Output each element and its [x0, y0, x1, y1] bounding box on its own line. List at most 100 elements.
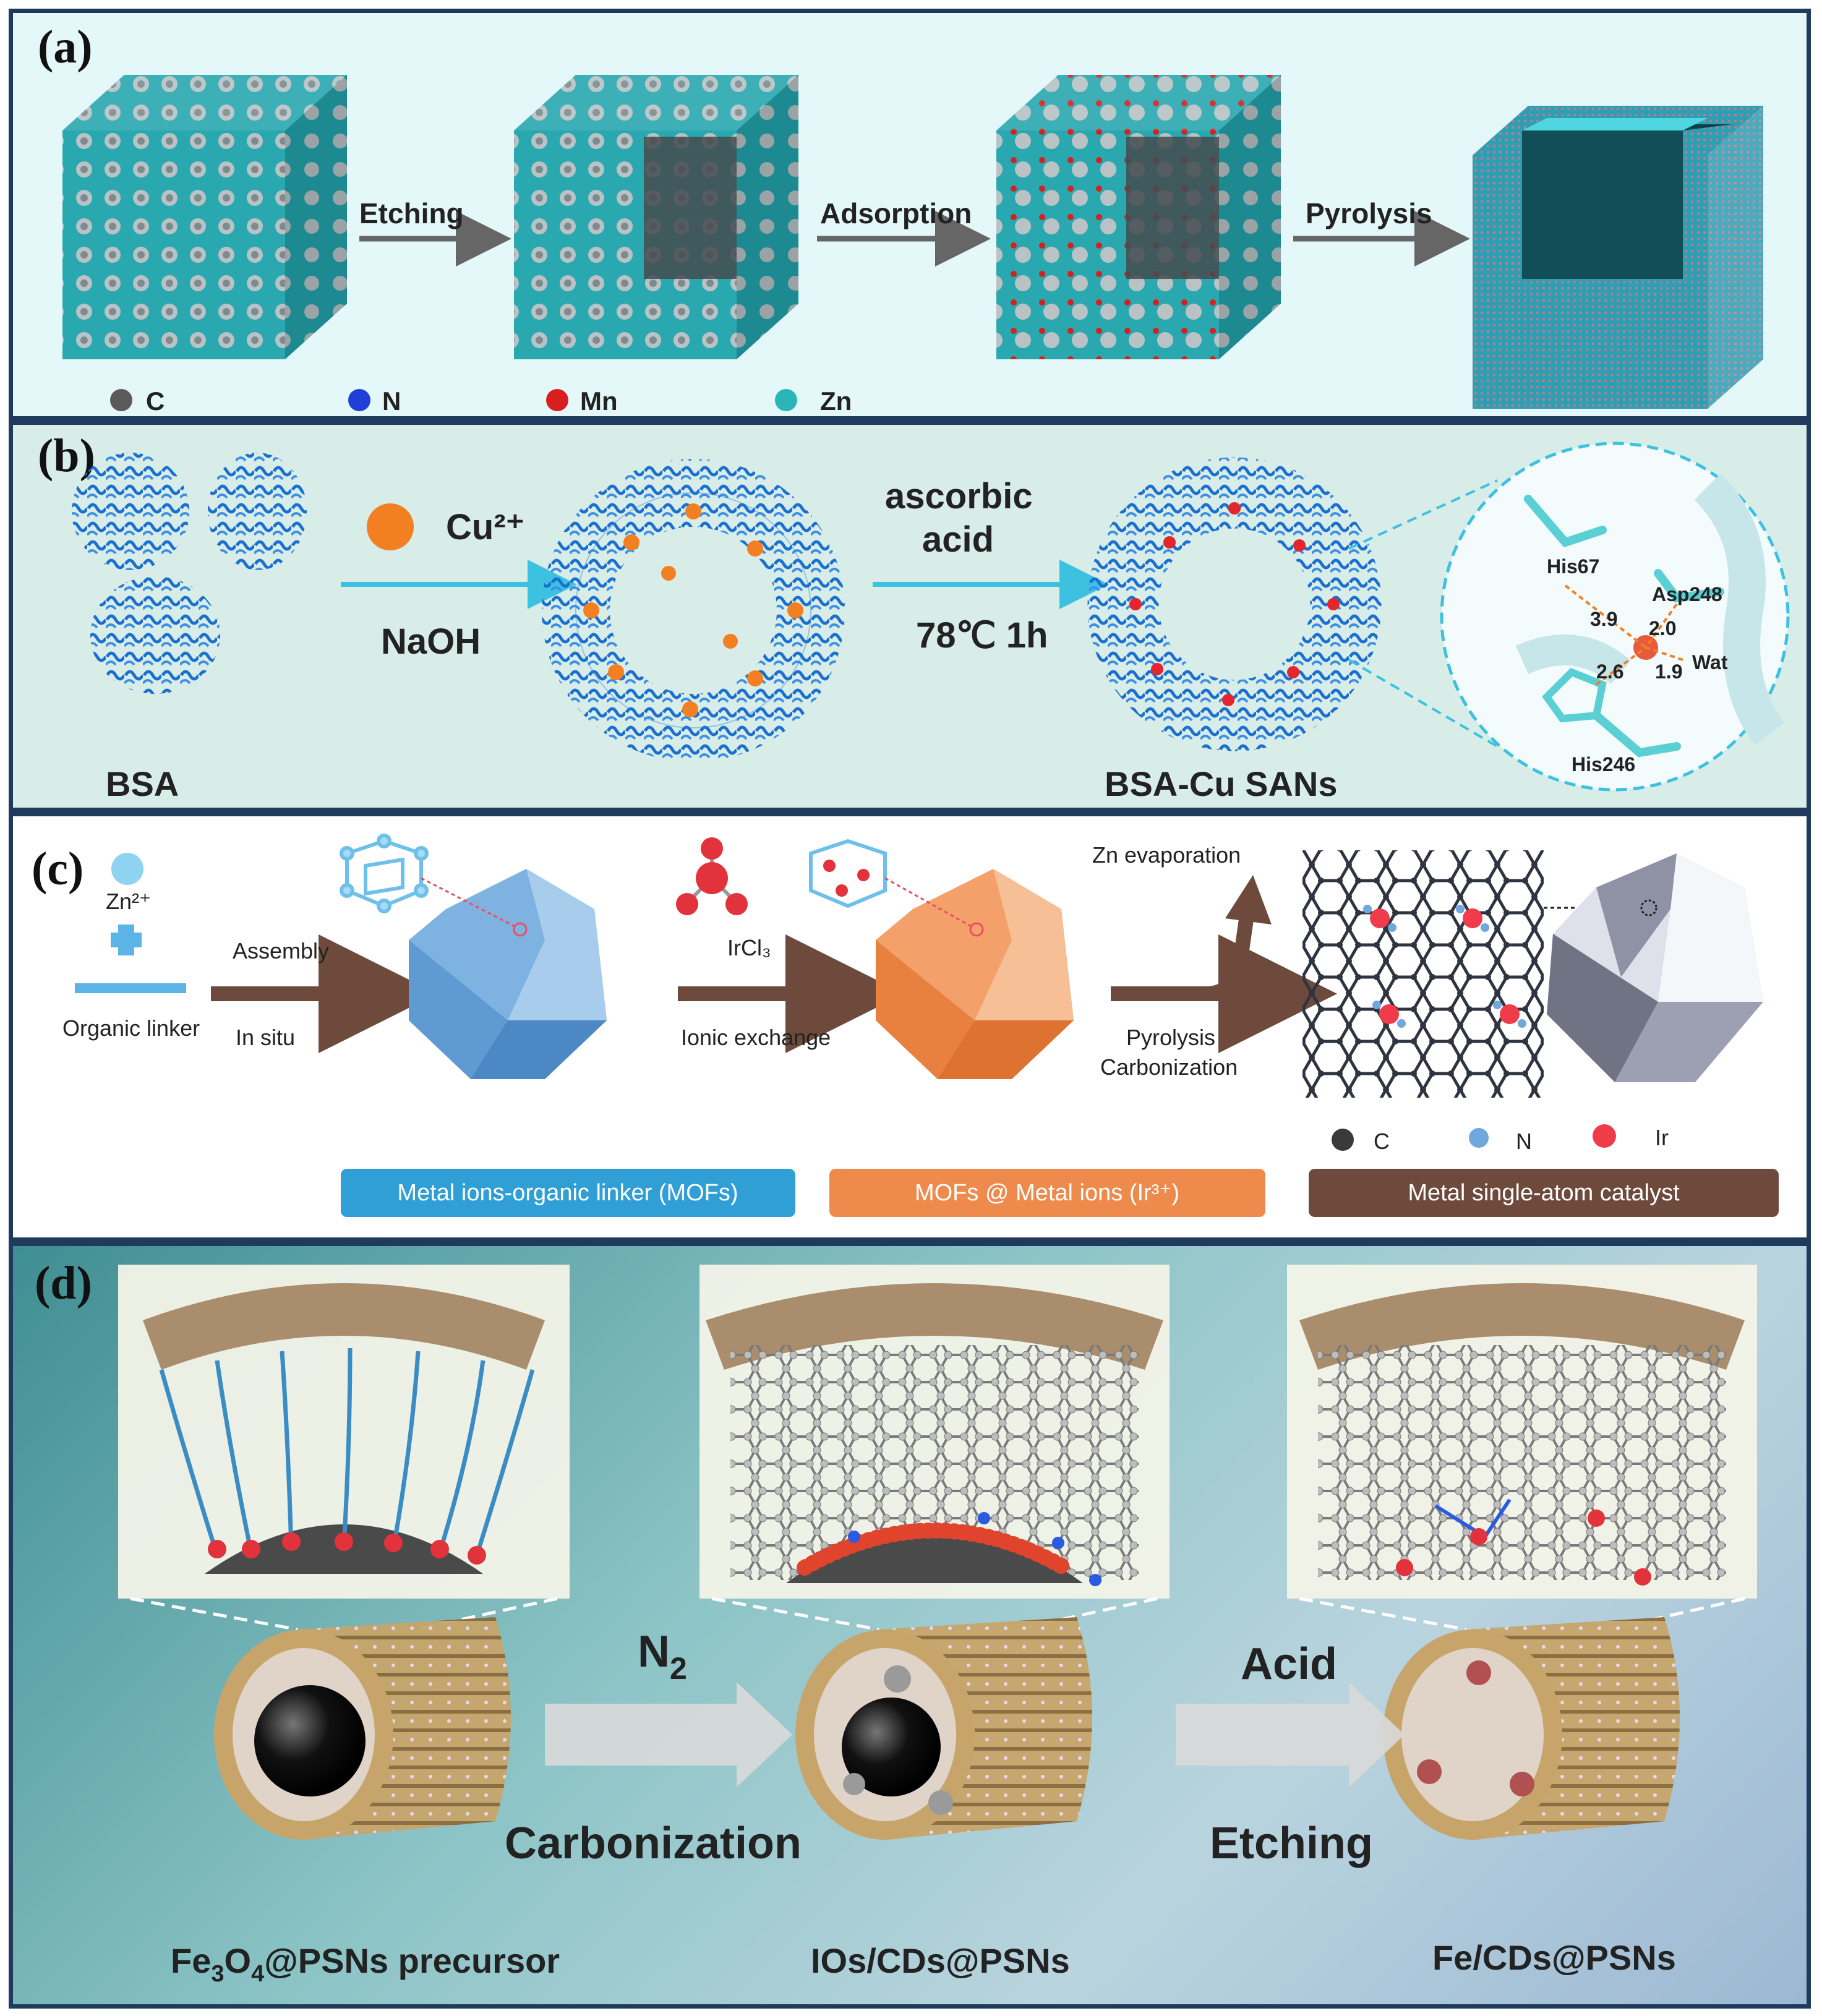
- arrow-carbonization-label: Carbonization: [505, 1819, 802, 1868]
- panel-d: (d): [9, 1242, 1811, 2009]
- box-mofs-ir-label: MOFs @ Metal ions (Ir³⁺): [915, 1180, 1179, 1206]
- panel-d-diagram: (d): [35, 1257, 1757, 1987]
- zoom-pointer-orange: [884, 877, 974, 929]
- ircl3-molecule-icon: [676, 837, 748, 915]
- mof-cage-ir-icon: [809, 839, 887, 908]
- site-his246: His246: [1572, 753, 1635, 775]
- legend-ir-label: Ir: [1655, 1125, 1669, 1150]
- panel-c-diagram: (c) Zn²⁺ Organic linker Assembly In situ…: [32, 834, 1779, 1217]
- product-label: BSA-Cu SANs: [1105, 764, 1337, 803]
- arrow-insitu-label: In situ: [236, 1025, 295, 1050]
- arrow-ionic-exchange-label: Ionic exchange: [681, 1025, 831, 1050]
- bsa-proteins: [72, 453, 307, 694]
- carbonization-label: Carbonization: [1100, 1054, 1238, 1080]
- distance-his246: 2.6: [1596, 660, 1623, 683]
- zn-ion-icon: [111, 853, 143, 885]
- zoom-ring-blue: [513, 922, 528, 937]
- cu-active-site: [1440, 442, 1790, 792]
- distance-wat: 1.9: [1655, 660, 1682, 683]
- tube-precursor: [214, 1617, 511, 1840]
- mof-cube-pristine: [62, 75, 347, 359]
- distance-asp248: 2.0: [1649, 617, 1676, 639]
- box-mofs-label: Metal ions-organic linker (MOFs): [397, 1180, 738, 1206]
- reagent-naoh: NaOH: [381, 621, 481, 662]
- legend-c-dot: [110, 389, 132, 411]
- inset-carbonization: [699, 1265, 1170, 1599]
- zoom-ring-orange: [969, 922, 984, 937]
- arrow-assembly-label: Assembly: [233, 938, 329, 963]
- panel-c-label: (c): [32, 843, 83, 895]
- legend-c-label: C: [146, 387, 165, 416]
- tube-carbonized: [795, 1617, 1092, 1840]
- legend-mn-dot: [546, 389, 568, 411]
- graphene-sheet: [1302, 850, 1544, 1098]
- mof-cage-icon: [340, 834, 429, 913]
- panel-a-legend: C N Mn Zn: [110, 387, 852, 416]
- arrow-carbonization: [545, 1682, 792, 1787]
- linker-icon: [75, 983, 186, 993]
- linker-label: Organic linker: [62, 1015, 200, 1041]
- inset-precursor: [118, 1265, 570, 1599]
- plus-icon-horizontal: [111, 933, 142, 947]
- zoom-line-top: [1348, 479, 1498, 550]
- zoom-ring-carbon: [1640, 899, 1657, 916]
- legend-zn-label: Zn: [820, 387, 852, 416]
- pyrolysis-label: Pyrolysis: [1126, 1025, 1215, 1050]
- legend-n-dot: [348, 389, 370, 411]
- legend-c-dot: [1332, 1129, 1354, 1151]
- zn-ion-label: Zn²⁺: [106, 889, 151, 914]
- box-mofs: [341, 1169, 795, 1217]
- step-pyrolysis: Pyrolysis: [1306, 197, 1432, 229]
- bsa-label: BSA: [106, 764, 179, 803]
- legend-n-dot: [1469, 1128, 1489, 1148]
- zoom-pointer-blue: [421, 877, 518, 929]
- condition-acid: acid: [922, 519, 994, 560]
- zoom-line-3a: [1299, 1597, 1467, 1631]
- step-etching: Etching: [359, 197, 464, 229]
- legend-zn-dot: [775, 389, 797, 411]
- zoom-line-2b: [1014, 1597, 1158, 1631]
- mof-cube-mn-adsorbed: [996, 75, 1281, 359]
- arrow-acid-label: Acid: [1241, 1639, 1337, 1689]
- arrow-etching: [1176, 1682, 1405, 1787]
- product-precursor-label: Fe3O4@PSNs precursor: [171, 1941, 560, 1987]
- zoom-line-1a: [130, 1597, 298, 1631]
- tube-etched: [1383, 1617, 1680, 1840]
- legend-n-label: N: [382, 387, 401, 416]
- reagent-ircl3: IrCl₃: [727, 935, 771, 960]
- site-asp248: Asp248: [1652, 583, 1722, 605]
- mof-polyhedron-blue: [409, 869, 607, 1079]
- panel-c: (c) Zn²⁺ Organic linker Assembly In situ…: [9, 812, 1811, 1242]
- mof-polyhedron-orange: [876, 869, 1074, 1079]
- mof-cube-etched: [514, 75, 798, 359]
- zoom-line-1b: [414, 1597, 558, 1631]
- panel-b-diagram: (b) BSA Cu²⁺ NaOH ascorbic acid 78℃ 1h B…: [38, 430, 1790, 803]
- panel-b-label: (b): [38, 430, 95, 482]
- condition-temperature: 78℃ 1h: [916, 615, 1048, 656]
- box-single-atom-label: Metal single-atom catalyst: [1408, 1180, 1680, 1206]
- legend-n-label: N: [1516, 1129, 1532, 1154]
- carbon-polyhedron: [1547, 853, 1763, 1082]
- condition-ascorbic: ascorbic: [885, 476, 1033, 516]
- zn-evaporation-label: Zn evaporation: [1092, 842, 1241, 868]
- arrow-etching-label: Etching: [1210, 1819, 1373, 1868]
- product-carbonized-label: IOs/CDs@PSNs: [811, 1941, 1070, 1980]
- bsa-cu-sans: [1087, 457, 1382, 751]
- panel-b: (b) BSA Cu²⁺ NaOH ascorbic acid 78℃ 1h B…: [9, 421, 1811, 812]
- arrow-n2-label: N2: [638, 1627, 687, 1686]
- panel-a: (a) Etching Adsorption Pyrolysis C: [9, 9, 1811, 421]
- arrow-zn-evaporation-head: [1225, 875, 1272, 925]
- legend-c-label: C: [1374, 1129, 1390, 1154]
- distance-his67: 3.9: [1590, 608, 1617, 630]
- panel-a-diagram: (a) Etching Adsorption Pyrolysis C: [38, 21, 1763, 416]
- box-single-atom: [1309, 1169, 1779, 1217]
- box-mofs-ir: [829, 1169, 1265, 1217]
- site-wat: Wat: [1692, 651, 1728, 673]
- zoom-line-2a: [711, 1597, 879, 1631]
- panel-d-label: (d): [35, 1257, 92, 1309]
- step-adsorption: Adsorption: [820, 197, 972, 229]
- panel-a-label: (a): [38, 21, 93, 73]
- site-his67: His67: [1547, 555, 1599, 578]
- hollow-carbon-box: [1473, 106, 1763, 409]
- arrow-zn-evaporation: [1111, 914, 1254, 1001]
